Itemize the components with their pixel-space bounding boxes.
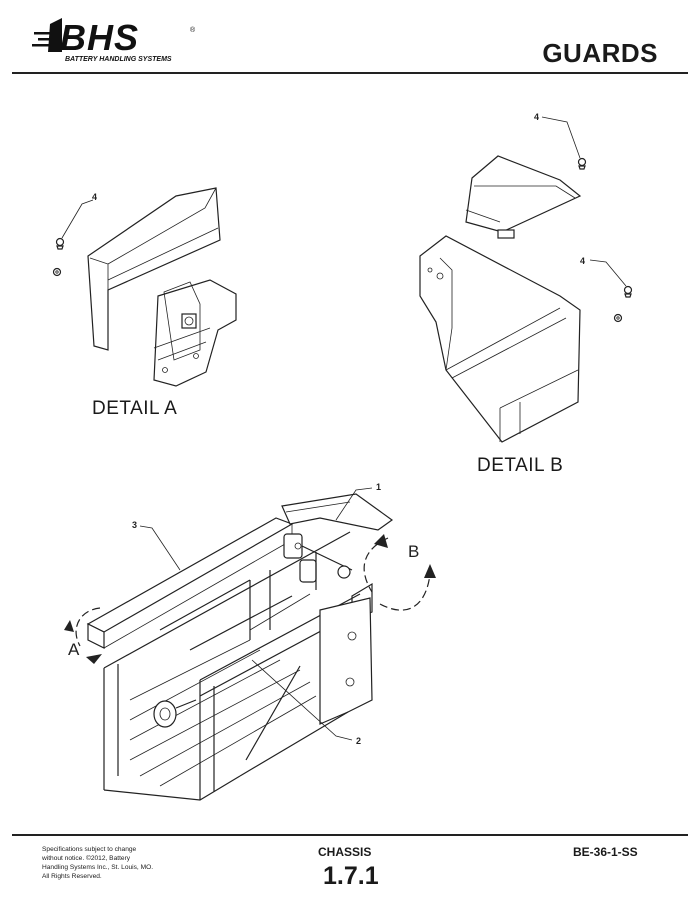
page-title: GUARDS	[542, 38, 658, 68]
wheel-icon	[153, 699, 197, 728]
footer-divider	[12, 834, 688, 836]
logo-tagline: BATTERY HANDLING SYSTEMS	[65, 56, 172, 63]
detail-b-label: DETAIL B	[477, 455, 564, 476]
callout-item-1: 1	[376, 482, 381, 492]
callout-item-3: 3	[132, 520, 137, 530]
callout-item-4-detail-b-top: 4	[534, 112, 539, 122]
bhs-logo: BHS ® BATTERY HANDLING SYSTEMS	[32, 17, 196, 63]
guards-assembly-drawing: 4 4 4	[52, 112, 633, 801]
view-label-b: B	[408, 542, 419, 561]
document-number: BE-36-1-SS	[573, 845, 638, 859]
detail-a-drawing: 4	[52, 187, 237, 387]
callout-item-4-detail-a: 4	[92, 192, 97, 202]
logo-speed-lines	[32, 18, 62, 52]
detail-a-label: DETAIL A	[92, 398, 178, 419]
roller-conveyor	[129, 639, 317, 787]
view-arrow-a: A	[64, 607, 102, 664]
logo-registered-mark: ®	[190, 26, 196, 34]
main-chassis-drawing	[86, 493, 394, 801]
drive-shaft	[283, 533, 353, 590]
logo-wordmark: BHS	[60, 17, 139, 58]
callout-item-4-detail-b-side: 4	[580, 256, 585, 266]
header-divider	[12, 72, 688, 74]
screw-icon	[623, 285, 633, 298]
screw-icon	[577, 157, 587, 170]
view-label-a: A	[68, 640, 80, 659]
section-name: CHASSIS	[318, 845, 372, 859]
section-number: 1.7.1	[323, 862, 379, 890]
view-arrow-b: B	[363, 534, 436, 611]
item-callout-leaders: 1 3 2	[132, 482, 381, 746]
nut-icon	[52, 267, 62, 277]
callout-item-2: 2	[356, 736, 361, 746]
nut-icon	[613, 313, 623, 323]
detail-b-drawing: 4 4	[419, 112, 633, 443]
specification-note: Specifications subject to change without…	[42, 846, 154, 880]
screw-icon	[55, 237, 65, 250]
